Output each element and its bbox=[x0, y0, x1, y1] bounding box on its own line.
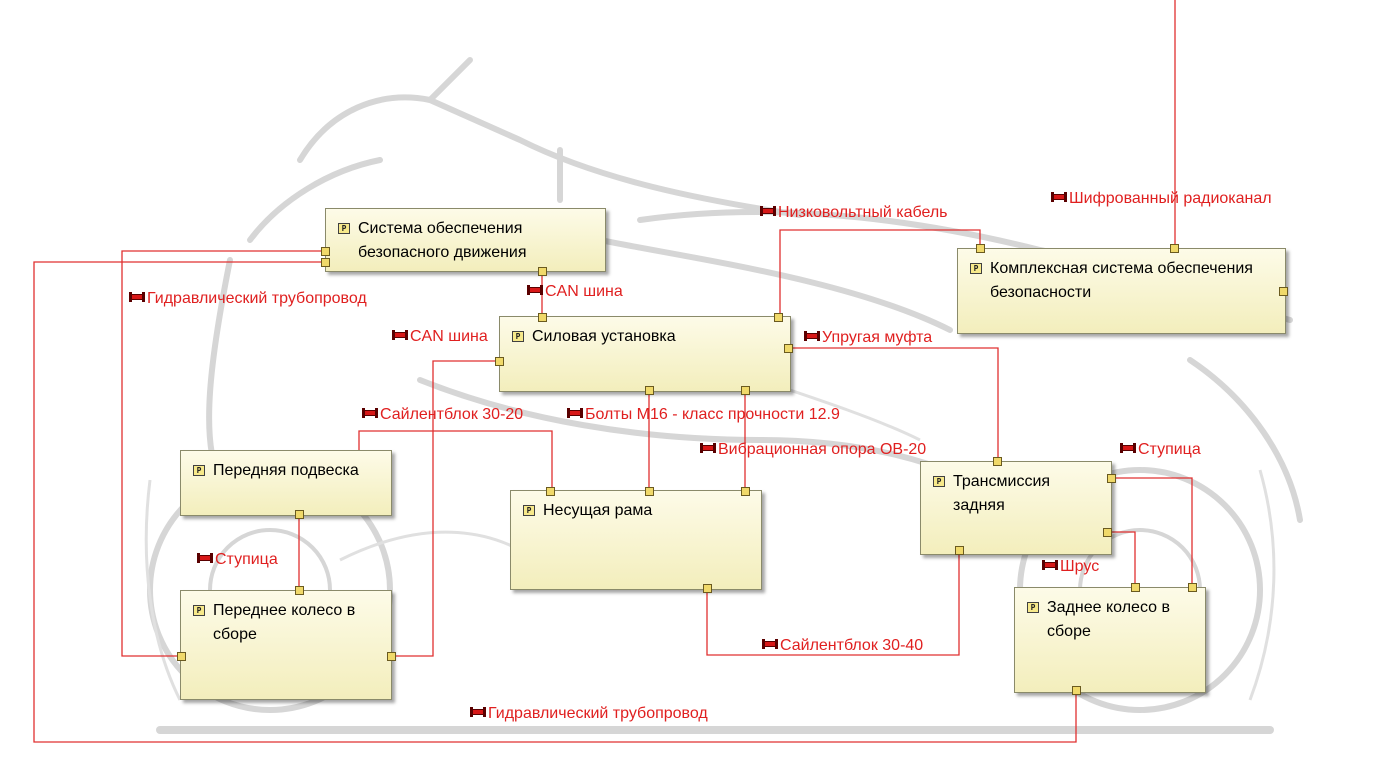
block-complex-safety[interactable]: P Комплексная система обеспечения безопа… bbox=[957, 248, 1286, 334]
port[interactable] bbox=[741, 386, 750, 395]
block-frame[interactable]: P Несущая рама bbox=[510, 490, 762, 590]
connector-icon bbox=[527, 285, 543, 296]
wire-low-voltage-cable[interactable] bbox=[779, 229, 981, 317]
block-title: Несущая рама bbox=[543, 502, 653, 519]
block-title: Передняя подвеска bbox=[213, 462, 359, 479]
block-rear-transmission[interactable]: P Трансмиссия задняя bbox=[920, 461, 1112, 555]
part-icon: P bbox=[1027, 602, 1039, 613]
port[interactable] bbox=[993, 457, 1002, 466]
wire-hydraulic-pipe-2[interactable] bbox=[33, 261, 1077, 743]
wire-silentblock-30-20[interactable] bbox=[358, 430, 553, 491]
port[interactable] bbox=[177, 652, 186, 661]
connector-label-hub-rear[interactable]: Ступица bbox=[1120, 440, 1201, 460]
wire-elastic-coupling[interactable] bbox=[791, 347, 999, 461]
connector-label-can-bus-1[interactable]: CAN шина bbox=[527, 282, 623, 302]
connector-icon bbox=[470, 707, 486, 718]
port[interactable] bbox=[955, 546, 964, 555]
connector-label-encrypted-radio[interactable]: Шифрованный радиоканал bbox=[1051, 189, 1272, 209]
connector-icon bbox=[1051, 192, 1067, 203]
connector-icon bbox=[1042, 560, 1058, 571]
connector-label-vibration-mount[interactable]: Вибрационная опора ОВ-20 bbox=[700, 440, 926, 460]
wire-cv-joint[interactable] bbox=[1107, 531, 1136, 587]
block-title: Заднее колесо в сборе bbox=[1047, 599, 1170, 640]
connector-icon bbox=[762, 639, 778, 650]
wire-hydraulic-pipe-1[interactable] bbox=[121, 250, 325, 657]
connector-icon bbox=[392, 330, 408, 341]
connector-icon bbox=[760, 206, 776, 217]
port[interactable] bbox=[495, 357, 504, 366]
port[interactable] bbox=[1103, 528, 1112, 537]
connector-label-low-voltage-cable[interactable]: Низковольтный кабель bbox=[760, 203, 948, 223]
wire-can-bus-2[interactable] bbox=[391, 360, 499, 657]
part-icon: P bbox=[512, 331, 524, 342]
port[interactable] bbox=[741, 487, 750, 496]
block-title: Система обеспечения безопасного движения bbox=[358, 220, 527, 261]
port[interactable] bbox=[976, 244, 985, 253]
connector-label-can-bus-2[interactable]: CAN шина bbox=[392, 327, 488, 347]
port[interactable] bbox=[1107, 474, 1116, 483]
connector-icon bbox=[362, 408, 378, 419]
port[interactable] bbox=[645, 487, 654, 496]
connector-icon bbox=[567, 408, 583, 419]
port[interactable] bbox=[1170, 244, 1179, 253]
part-icon: P bbox=[193, 605, 205, 616]
wire-silentblock-30-40[interactable] bbox=[706, 550, 960, 656]
part-icon: P bbox=[193, 465, 205, 476]
connector-label-bolts-m16[interactable]: Болты М16 - класс прочности 12.9 bbox=[567, 405, 840, 425]
part-icon: P bbox=[970, 263, 982, 274]
port[interactable] bbox=[538, 267, 547, 276]
connector-label-elastic-coupling[interactable]: Упругая муфта bbox=[804, 328, 932, 348]
port[interactable] bbox=[1188, 583, 1197, 592]
port[interactable] bbox=[321, 258, 330, 267]
connector-label-silentblock-30-40[interactable]: Сайлентблок 30-40 bbox=[762, 636, 923, 656]
connector-icon bbox=[700, 443, 716, 454]
block-safety-system[interactable]: P Система обеспечения безопасного движен… bbox=[325, 208, 606, 272]
port[interactable] bbox=[321, 247, 330, 256]
block-front-wheel[interactable]: P Переднее колесо в сборе bbox=[180, 590, 392, 700]
connector-label-hydraulic-pipe-2[interactable]: Гидравлический трубопровод bbox=[470, 704, 708, 724]
block-title: Силовая установка bbox=[532, 328, 676, 345]
connector-icon bbox=[129, 292, 145, 303]
block-power-unit[interactable]: P Силовая установка bbox=[499, 316, 791, 392]
part-icon: P bbox=[523, 505, 535, 516]
port[interactable] bbox=[295, 510, 304, 519]
port[interactable] bbox=[703, 584, 712, 593]
part-icon: P bbox=[338, 223, 350, 234]
part-icon: P bbox=[933, 476, 945, 487]
port[interactable] bbox=[645, 386, 654, 395]
connector-icon bbox=[197, 553, 213, 564]
block-rear-wheel[interactable]: P Заднее колесо в сборе bbox=[1014, 587, 1206, 693]
connector-icon bbox=[804, 331, 820, 342]
port[interactable] bbox=[295, 586, 304, 595]
port[interactable] bbox=[538, 313, 547, 322]
connector-label-cv-joint[interactable]: Шрус bbox=[1042, 557, 1099, 577]
block-title: Комплексная система обеспечения безопасн… bbox=[990, 260, 1253, 301]
block-front-suspension[interactable]: P Передняя подвеска bbox=[180, 450, 392, 516]
connector-label-hub-front[interactable]: Ступица bbox=[197, 550, 278, 570]
block-title: Переднее колесо в сборе bbox=[213, 602, 356, 643]
connector-label-silentblock-30-20[interactable]: Сайлентблок 30-20 bbox=[362, 405, 523, 425]
port[interactable] bbox=[1279, 287, 1288, 296]
port[interactable] bbox=[784, 344, 793, 353]
port[interactable] bbox=[546, 487, 555, 496]
connector-icon bbox=[1120, 443, 1136, 454]
wire-hub-rear[interactable] bbox=[1111, 477, 1193, 587]
port[interactable] bbox=[1072, 686, 1081, 695]
block-title: Трансмиссия задняя bbox=[953, 473, 1051, 514]
port[interactable] bbox=[774, 313, 783, 322]
connector-label-hydraulic-pipe-1[interactable]: Гидравлический трубопровод bbox=[129, 289, 367, 309]
port[interactable] bbox=[387, 652, 396, 661]
port[interactable] bbox=[1131, 583, 1140, 592]
